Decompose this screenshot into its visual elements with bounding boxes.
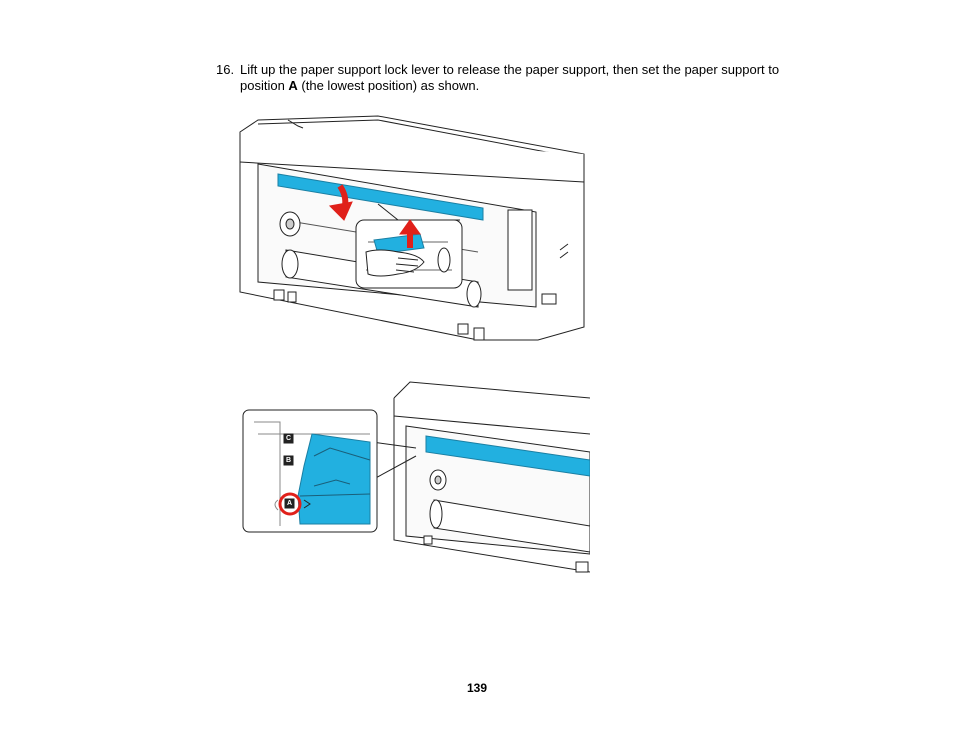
position-label-b: B	[286, 457, 291, 464]
position-label-a: A	[287, 500, 292, 507]
page-number: 139	[0, 681, 954, 695]
printer-illustration-lift-lever	[238, 102, 590, 342]
position-a-bold: A	[288, 78, 297, 93]
step-number: 16.	[216, 62, 234, 78]
position-label-c: C	[286, 435, 291, 442]
step-16: 16. Lift up the paper support lock lever…	[216, 62, 816, 94]
step-text: Lift up the paper support lock lever to …	[240, 62, 816, 94]
printer-illustration-position-a: C B A	[240, 376, 590, 576]
